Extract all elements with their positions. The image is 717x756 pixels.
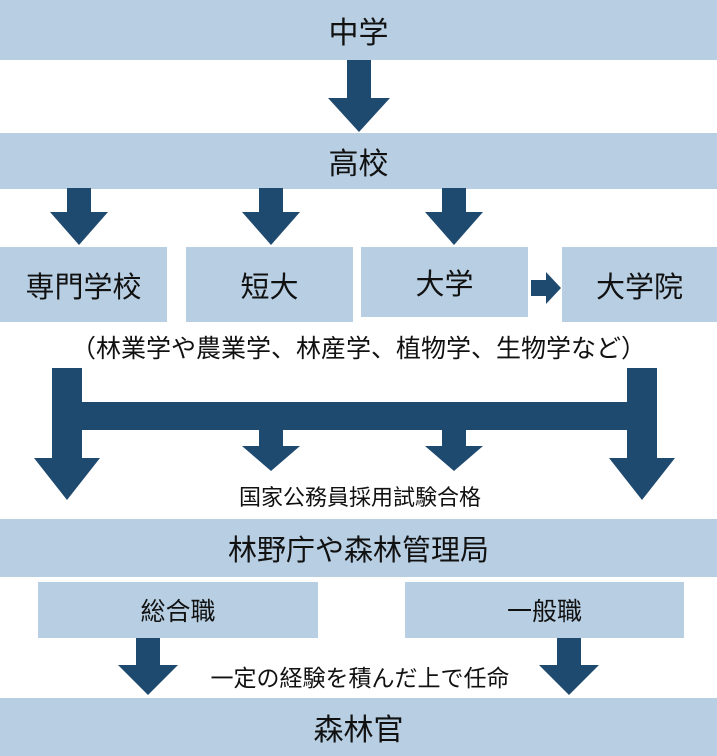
general-track-label: 総合職 [140,597,216,626]
junior-high-label: 中学 [328,16,389,51]
junior-high-box: 中学 [0,0,717,60]
graduate-school-label: 大学院 [595,269,683,304]
fields-of-study-text: （林業学や農業学、林産学、植物学、生物学など） [70,334,646,363]
high-school-box: 高校 [0,133,717,189]
forestry-agency-label: 林野庁や森林管理局 [227,533,489,567]
exam-pass-text: 国家公務員採用試験合格 [238,486,481,511]
junior-college-box: 短大 [186,247,353,322]
exam-pass-label: 国家公務員採用試験合格 [180,478,540,514]
arrow-down-icon [34,368,100,500]
arrow-down-icon [118,638,178,695]
fields-of-study-note: （林業学や農業学、林産学、植物学、生物学など） [0,327,717,367]
arrow-down-icon [328,60,390,132]
university-label: 大学 [415,267,474,301]
forest-officer-box: 森林官 [0,698,717,756]
connector-bar [70,402,646,430]
arrow-right-icon [531,272,561,304]
graduate-school-box: 大学院 [562,247,717,322]
arrow-down-icon [609,368,675,500]
appointment-text: 一定の経験を積んだ上で任命 [210,666,510,692]
appointment-label: 一定の経験を積んだ上で任命 [170,657,550,695]
standard-track-box: 一般職 [405,582,684,638]
arrow-down-icon [50,188,108,245]
forest-officer-label: 森林官 [313,713,404,748]
arrow-down-icon [242,188,300,245]
forestry-agency-box: 林野庁や森林管理局 [0,519,717,577]
arrow-down-icon [425,430,483,471]
arrow-down-icon [425,188,483,245]
arrow-down-icon [242,430,300,471]
vocational-school-label: 専門学校 [25,269,142,304]
general-track-box: 総合職 [38,582,318,638]
arrow-down-icon [539,638,599,695]
junior-college-label: 短大 [240,269,299,304]
standard-track-label: 一般職 [506,597,582,626]
vocational-school-box: 専門学校 [0,247,167,322]
university-box: 大学 [361,247,528,317]
high-school-label: 高校 [328,147,389,182]
